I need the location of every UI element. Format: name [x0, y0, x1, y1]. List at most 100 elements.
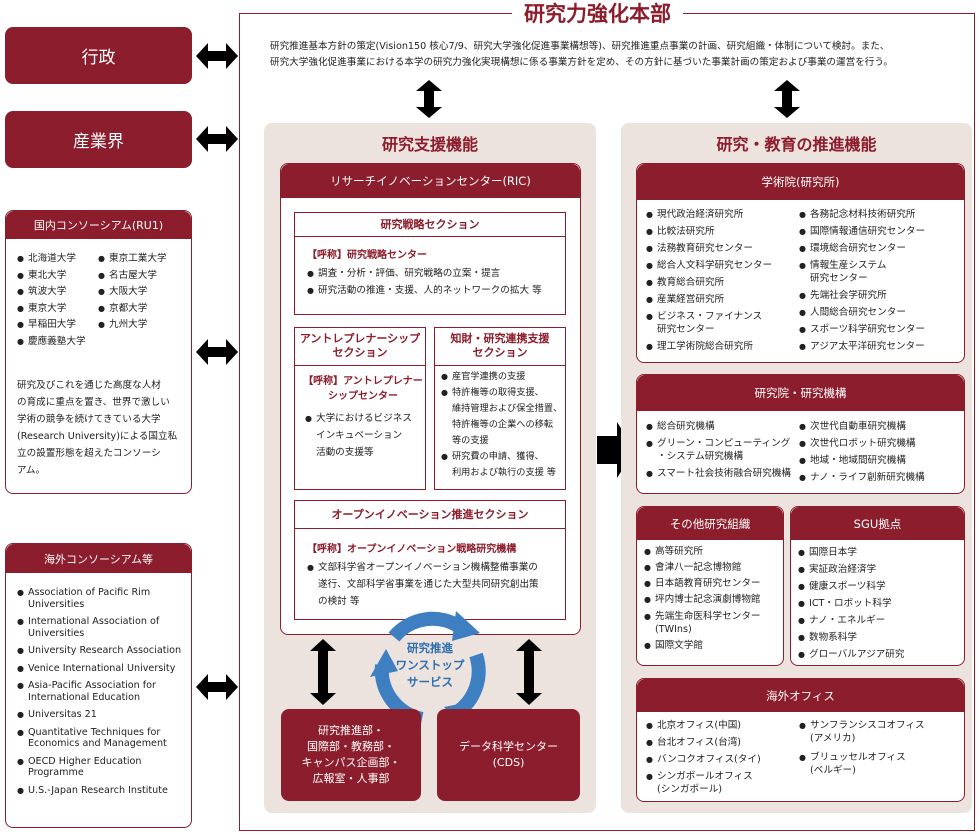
list-item: 特許権等の取得支援、 維持管理および保全措置、 特許権等の企業への移転 等の支援 — [441, 385, 566, 449]
sgu-list: 国際日本学 実証政治経済学 健康スポーツ科学 ICT・ロボット科学 ナノ・エネル… — [798, 544, 963, 663]
list-item: 筑波大学 — [17, 284, 102, 301]
list-item: 先端生命医科学センター (TWIns) — [644, 610, 784, 636]
gakujutsu-col1: 現代政治経済研究所 比較法研究所 法務教育研究センター 総合人文科学研究センター… — [646, 206, 796, 355]
list-item: ビジネス・ファイナンス 研究センター — [646, 310, 796, 336]
hq-to-support-arrow — [416, 80, 442, 118]
list-item: スポーツ科学研究センター — [799, 321, 964, 338]
list-item: International Association of Universitie… — [17, 616, 189, 639]
list-item: 次世代ロボット研究機構 — [799, 435, 964, 452]
list-item: 数物系科学 — [798, 629, 963, 646]
cds-box: データ科学センター (CDS) — [437, 709, 580, 801]
entrepreneurship-section: アントレプレナーシップ セクション 【呼称】アントレプレナー シップセンター 大… — [294, 327, 426, 490]
ru1-col1: 北海道大学 東北大学 筑波大学 東京大学 早稲田大学 慶應義塾大学 — [17, 251, 102, 350]
onestop-service-label: 研究推進 ワンストップ サービス — [395, 641, 465, 689]
list-item: 大阪大学 — [98, 284, 188, 301]
list-item: サンフランシスコオフィス (アメリカ) — [799, 719, 964, 745]
list-item: 産官学連携の支援 — [441, 369, 566, 385]
list-item: 大学におけるビジネス インキュベーション 活動の支援等 — [305, 410, 423, 461]
list-item: ナノ・ライフ創新研究機構 — [799, 469, 964, 486]
list-item: 人間総合研究センター — [799, 304, 964, 321]
list-item: 日本語教育研究センター — [644, 576, 784, 592]
hq-to-promo-arrow — [774, 80, 800, 118]
list-item: 高等研究所 — [644, 544, 784, 560]
list-item: 産業経営研究所 — [646, 291, 796, 308]
list-item: 京都大学 — [98, 301, 188, 318]
ru1-box: 国内コンソーシアム(RU1) 北海道大学 東北大学 筑波大学 東京大学 早稲田大… — [5, 210, 192, 494]
ip-section-title: 知財・研究連携支援 セクション — [435, 328, 565, 366]
promo-title: 研究・教育の推進機能 — [716, 135, 877, 154]
list-item: 先端社会学研究所 — [799, 287, 964, 304]
sgu-title: SGU拠点 — [791, 507, 964, 540]
overseas-offices-box: 海外オフィス 北京オフィス(中国) 台北オフィス(台湾) バンコクオフィス(タイ… — [636, 678, 965, 802]
list-item: グリーン・コンピューティング ・システム研究機構 — [646, 437, 801, 463]
list-item: 東京大学 — [17, 301, 102, 318]
gyosei-box: 行政 — [5, 27, 192, 84]
kenkyuin-title: 研究院・研究機構 — [637, 375, 964, 411]
overseas-offices-title: 海外オフィス — [637, 679, 964, 712]
ric-title: リサーチイノベーションセンター(RIC) — [281, 164, 580, 198]
entrepreneurship-list: 大学におけるビジネス インキュベーション 活動の支援等 — [305, 410, 423, 461]
overseas-consortium-box: 海外コンソーシアム等 Association of Pacific Rim Un… — [5, 543, 192, 828]
list-item: OECD Higher Education Programme — [17, 756, 189, 779]
list-item: シンガポールオフィス (シンガポール) — [646, 770, 796, 796]
list-item: アジア太平洋研究センター — [799, 338, 964, 355]
list-item: スマート社会技術融合研究機構 — [646, 465, 801, 482]
ric-to-dept-arrow — [310, 639, 336, 705]
list-item: 會津八一記念博物館 — [644, 560, 784, 576]
list-item: 国際情報通信研究センター — [799, 223, 964, 240]
list-item: 次世代自動車研究機構 — [799, 418, 964, 435]
ru1-arrow — [196, 339, 238, 365]
other-orgs-box: その他研究組織 高等研究所 會津八一記念博物館 日本語教育研究センター 坪内博士… — [636, 506, 784, 666]
list-item: 総合人文科学研究センター — [646, 257, 796, 274]
list-item: 現代政治経済研究所 — [646, 206, 796, 223]
strategy-list: 調査・分析・評価、研究戦略の立案・提言 研究活動の推進・支援、人的ネットワークの… — [307, 265, 562, 299]
list-item: 台北オフィス(台湾) — [646, 734, 796, 751]
list-item: バンコクオフィス(タイ) — [646, 751, 796, 768]
overseas-offices-col2: サンフランシスコオフィス (アメリカ) ブリュッセルオフィス (ベルギー) — [799, 717, 964, 777]
list-item: 北京オフィス(中国) — [646, 717, 796, 734]
strategy-section: 研究戦略セクション 【呼称】研究戦略センター 調査・分析・評価、研究戦略の立案・… — [294, 212, 566, 315]
list-item: 教育総合研究所 — [646, 274, 796, 291]
overseas-consortium-list: Association of Pacific Rim Universities … — [17, 587, 189, 802]
list-item: 国際日本学 — [798, 544, 963, 561]
list-item: Universitas 21 — [17, 709, 189, 721]
list-item: 坪内博士記念演劇博物館 — [644, 592, 784, 608]
strategy-center-name: 【呼称】研究戦略センター — [307, 250, 427, 261]
list-item: Association of Pacific Rim Universities — [17, 587, 189, 610]
sangyokai-box: 産業界 — [5, 111, 192, 168]
open-innovation-org-name: 【呼称】オープンイノベーション戦略研究機構 — [307, 544, 517, 555]
gakujutsu-title: 学術院(研究所) — [637, 164, 964, 200]
list-item: 比較法研究所 — [646, 223, 796, 240]
ric-to-cds-arrow — [516, 639, 542, 705]
list-item: ナノ・エネルギー — [798, 612, 963, 629]
list-item: 法務教育研究センター — [646, 240, 796, 257]
list-item: 研究費の申請、獲得、 利用および執行の支援 等 — [441, 449, 566, 481]
gakujutsu-box: 学術院(研究所) 現代政治経済研究所 比較法研究所 法務教育研究センター 総合人… — [636, 163, 965, 363]
list-item: 北海道大学 — [17, 251, 102, 268]
open-innovation-section-title: オープンイノベーション推進セクション — [295, 501, 565, 529]
entrepreneurship-center-name: 【呼称】アントレプレナー シップセンター — [303, 376, 423, 402]
list-item: ブリュッセルオフィス (ベルギー) — [799, 751, 964, 777]
list-item: 東京工業大学 — [98, 251, 188, 268]
support-title: 研究支援機能 — [381, 135, 478, 154]
other-orgs-list: 高等研究所 會津八一記念博物館 日本語教育研究センター 坪内博士記念演劇博物館 … — [644, 544, 784, 654]
list-item: ICT・ロボット科学 — [798, 595, 963, 612]
list-item: U.S.-Japan Research Institute — [17, 785, 189, 797]
list-item: グローバルアジア研究 — [798, 646, 963, 663]
hq-title: 研究力強化本部 — [512, 1, 683, 27]
ru1-title: 国内コンソーシアム(RU1) — [6, 211, 191, 239]
list-item: 総合研究機構 — [646, 418, 801, 435]
gakujutsu-col2: 各務記念材料技術研究所 国際情報通信研究センター 環境総合研究センター 情報生産… — [799, 206, 964, 355]
list-item: Quantitative Techniques for Economics an… — [17, 727, 189, 750]
gyosei-arrow — [196, 43, 238, 69]
list-item: 実証政治経済学 — [798, 561, 963, 578]
ip-list: 産官学連携の支援 特許権等の取得支援、 維持管理および保全措置、 特許権等の企業… — [441, 369, 566, 481]
open-innovation-list: 文部科学省オープンイノベーション機構整備事業の 遂行、文部科学省事業を通じた大型… — [307, 559, 565, 610]
list-item: 調査・分析・評価、研究戦略の立案・提言 — [307, 265, 562, 282]
list-item: 理工学術院総合研究所 — [646, 338, 796, 355]
hq-description: 研究推進基本方針の策定(Vision150 核心7/9、研究大学強化促進事業構想… — [270, 41, 894, 68]
list-item: 九州大学 — [98, 317, 188, 334]
list-item: 研究活動の推進・支援、人的ネットワークの拡大 等 — [307, 282, 562, 299]
list-item: 環境総合研究センター — [799, 240, 964, 257]
ru1-col2: 東京工業大学 名古屋大学 大阪大学 京都大学 九州大学 — [98, 251, 188, 334]
